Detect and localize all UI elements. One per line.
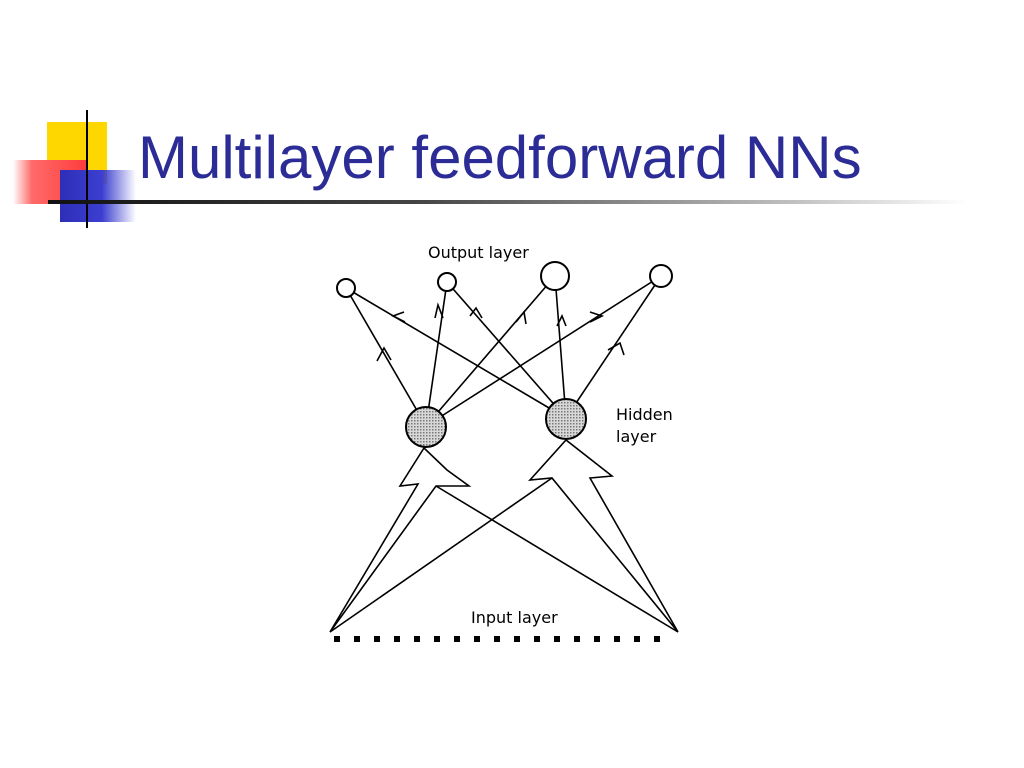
arrowhead — [390, 311, 406, 323]
output-node — [437, 272, 457, 292]
edge-h1-o3 — [425, 275, 556, 427]
edge-h1-o1 — [345, 287, 427, 427]
input-edge-right-to-h2 — [528, 438, 679, 633]
output-node — [540, 261, 570, 291]
arrowhead — [589, 311, 605, 323]
edge-h2-o1 — [345, 287, 567, 419]
hidden-node — [545, 398, 587, 440]
edge-h1-o4 — [425, 275, 662, 427]
output-layer-label: Output layer — [428, 243, 529, 262]
edge-h1-o2 — [425, 281, 448, 427]
decor-vertical-line — [86, 110, 88, 228]
hidden-layer-nodes — [405, 398, 587, 448]
output-node — [336, 278, 356, 298]
hidden-node — [405, 406, 447, 448]
connection-arrowheads — [376, 302, 625, 362]
arrowhead — [607, 341, 625, 356]
edge-h2-o3 — [554, 275, 567, 419]
hidden-output-connections — [345, 275, 662, 427]
decor-blue-square — [60, 170, 136, 222]
input-edge-right-to-h1 — [435, 485, 679, 633]
arrowhead — [469, 306, 483, 319]
arrowhead — [556, 314, 567, 327]
input-layer-label: Input layer — [471, 608, 558, 627]
hidden-layer-label-line1: Hidden — [616, 405, 673, 424]
input-edge-left-to-h1 — [329, 446, 472, 633]
edge-h2-o2 — [446, 281, 567, 419]
arrowhead — [376, 346, 392, 362]
hidden-layer-label-line2: layer — [616, 427, 657, 446]
arrowhead — [434, 302, 444, 319]
title-underline — [48, 200, 968, 204]
arrowhead — [515, 310, 527, 325]
output-layer-nodes — [336, 261, 673, 298]
slide-title: Multilayer feedforward NNs — [138, 124, 862, 191]
input-hidden-connections — [329, 438, 679, 633]
output-node — [649, 264, 673, 288]
input-edge-left-to-h2 — [329, 477, 553, 633]
